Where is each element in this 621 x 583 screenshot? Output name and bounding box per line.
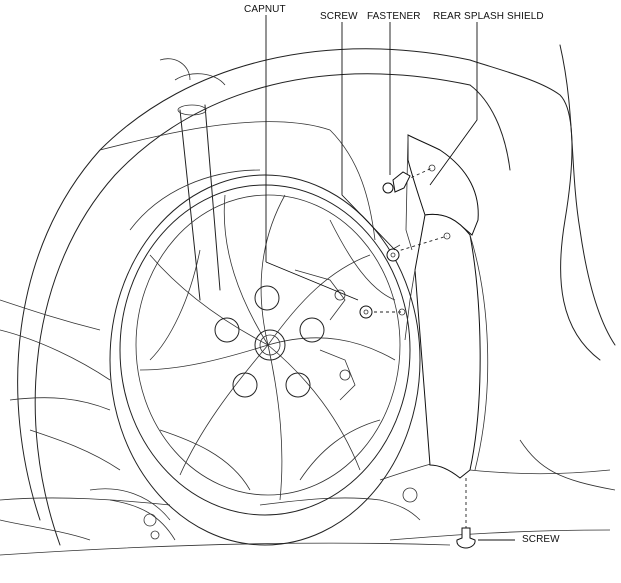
screw-label-top: SCREW [320,11,358,22]
screw-middle [359,305,373,319]
fastener-top [382,171,411,194]
screw-label-bottom: SCREW [522,534,560,545]
rear-splash-shield [398,134,489,479]
leader-lines [265,15,515,541]
tire [109,169,421,546]
capnut-label: CAPNUT [244,4,286,15]
screw-lower [456,527,476,549]
rear-splash-shield-label: REAR SPLASH SHIELD [433,11,544,22]
screw-upper [386,244,401,262]
fastener-label: FASTENER [367,11,421,22]
brake-assembly [294,269,356,401]
body-panel [389,44,616,541]
wheel-rim [119,184,411,516]
underbody [0,299,471,556]
